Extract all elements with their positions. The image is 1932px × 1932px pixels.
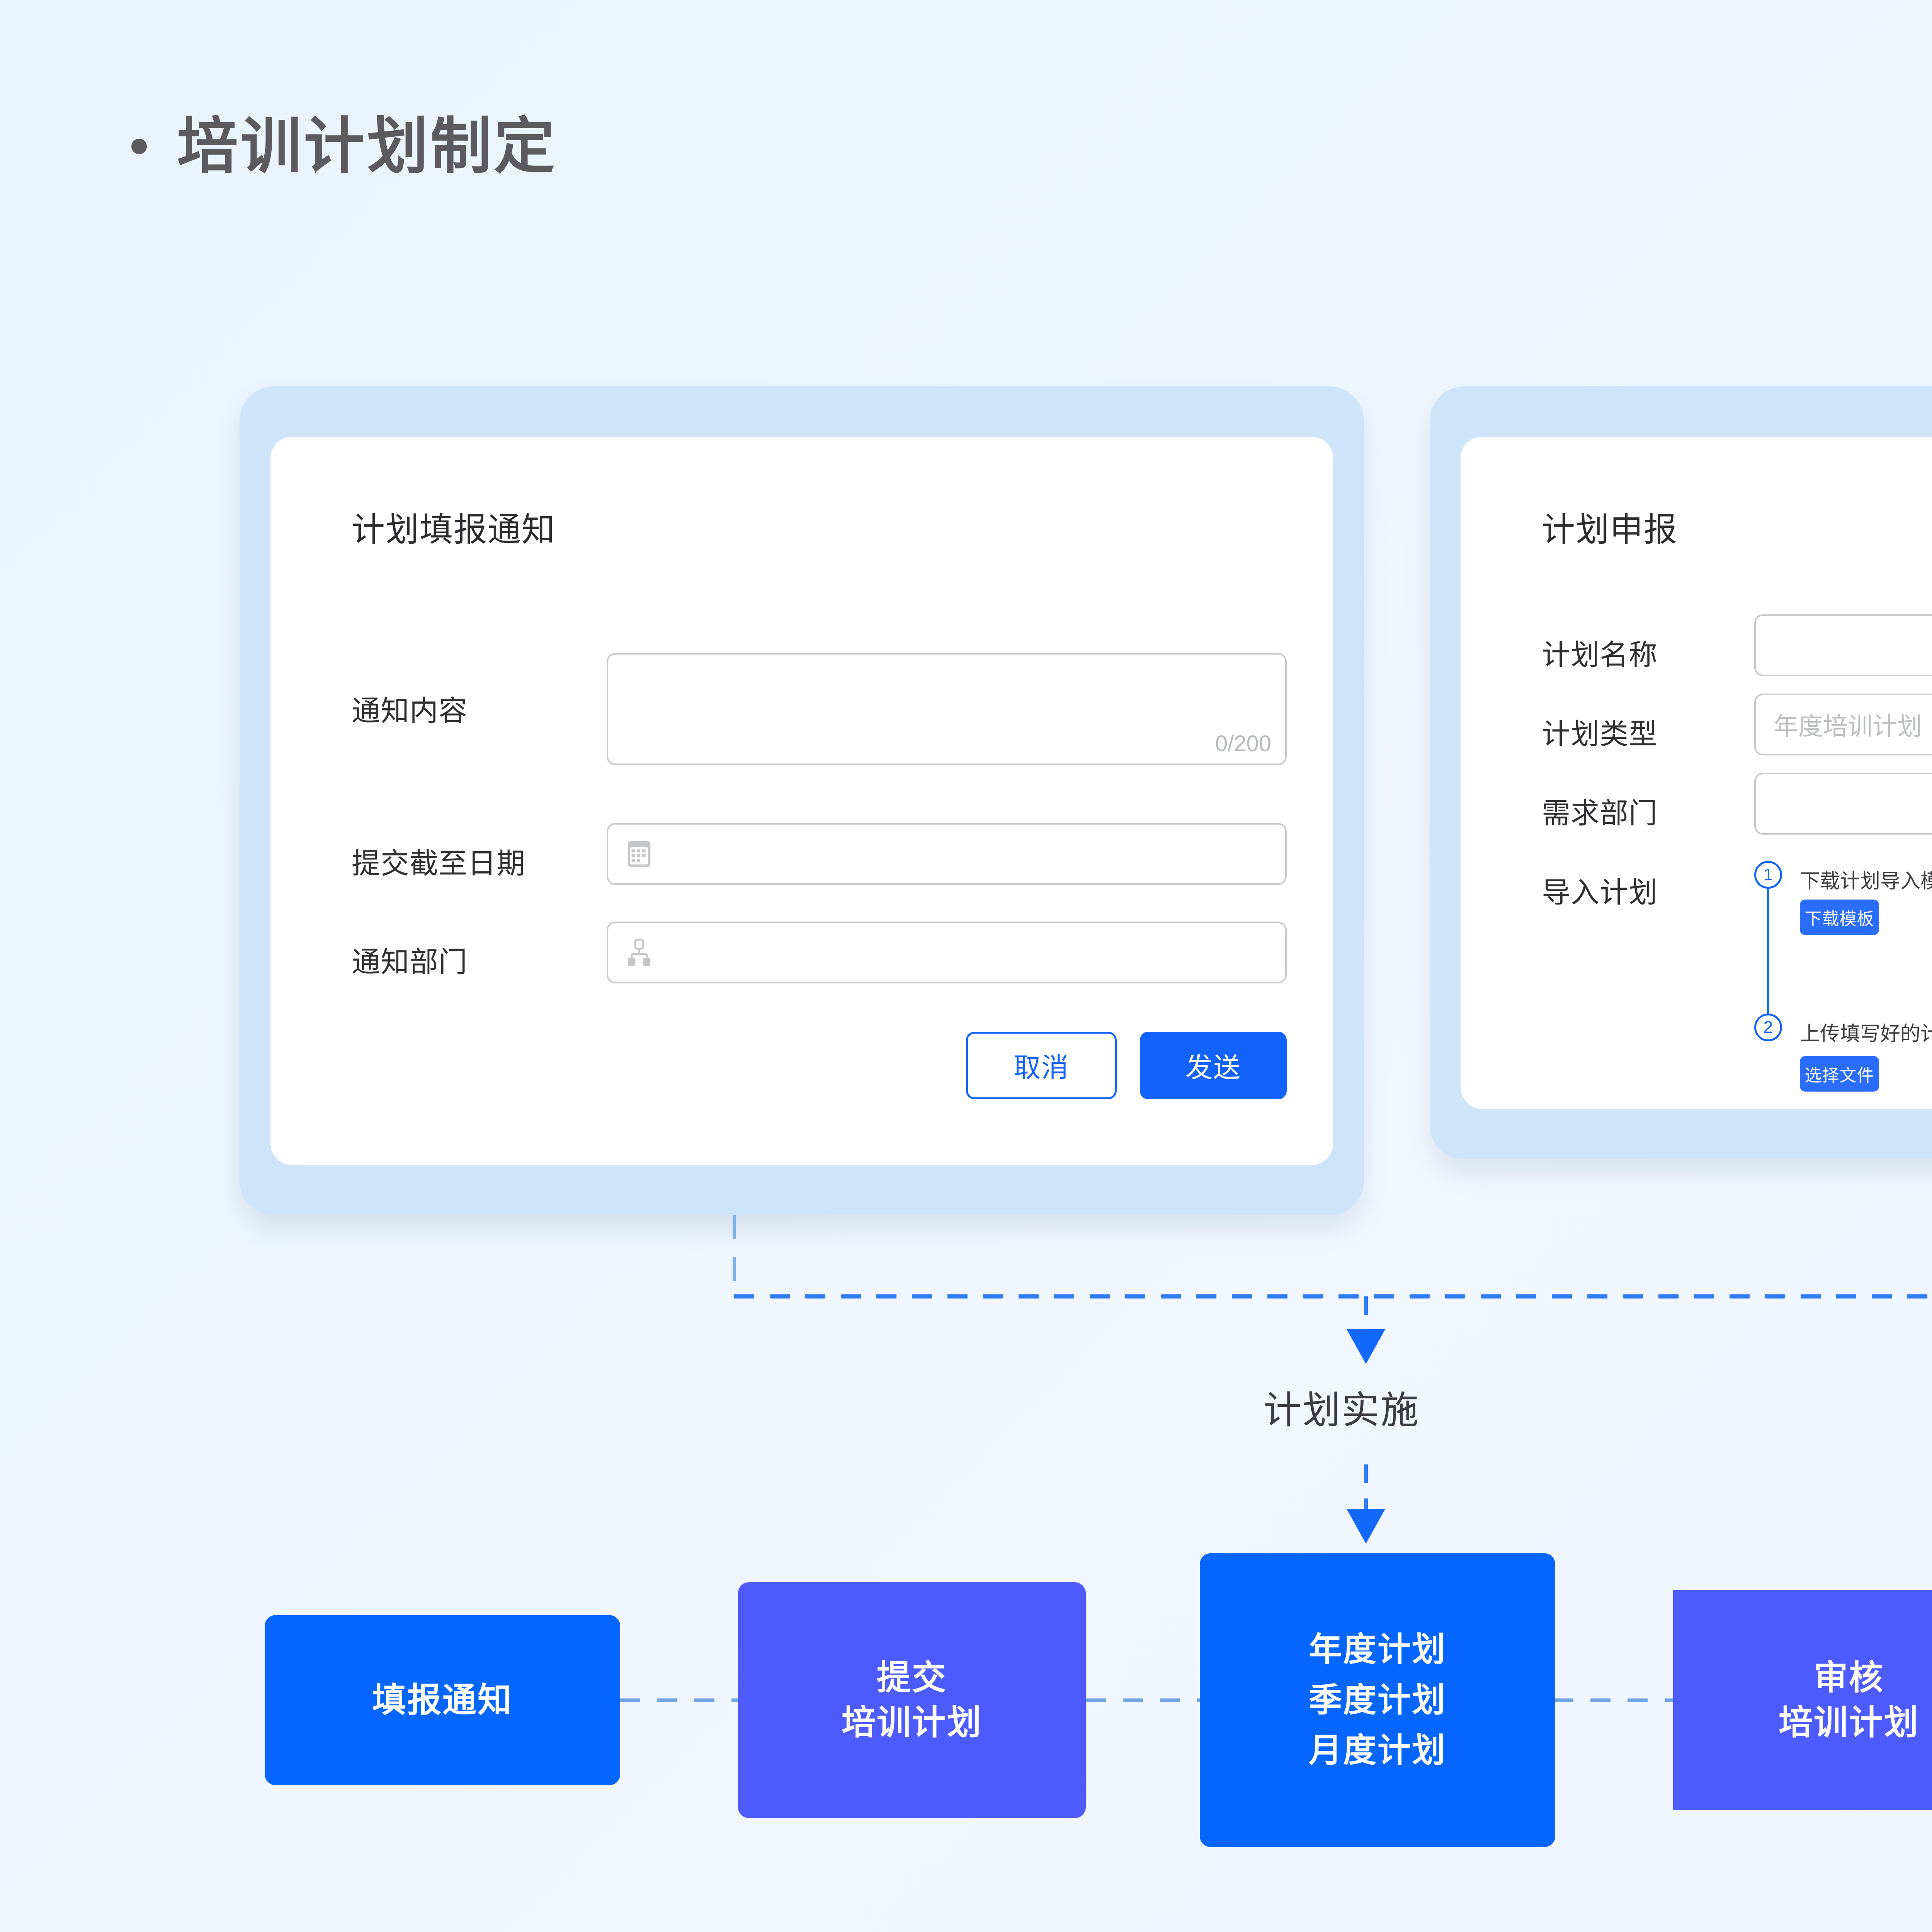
plan-apply-card-title: 计划申报 — [1542, 511, 1678, 548]
flow-step-1-line-1: 填报通知 — [372, 1680, 513, 1719]
plan-type-label: 计划类型 — [1542, 718, 1658, 750]
plan-notice-card-frame: 计划填报通知 通知内容 0/200 提交截至日期 — [240, 386, 1364, 1215]
flow-step-3-line-3: 月度计划 — [1309, 1732, 1446, 1769]
request-department-select[interactable] — [1754, 773, 1932, 835]
step-2-text: 上传填写好的计划信息表（仅上传xls、xlsx格式） — [1800, 1023, 1932, 1045]
plan-apply-card: 计划申报 计划名称 计划类型 年度培训计划 2025 需求部门 — [1461, 437, 1932, 1109]
flow-step-4-line-1: 审核 — [1813, 1658, 1884, 1697]
plan-name-input[interactable] — [1754, 614, 1932, 676]
deadline-label: 提交截至日期 — [352, 847, 526, 879]
flow-step-3[interactable]: 年度计划 季度计划 月度计划 — [1200, 1553, 1555, 1847]
send-button[interactable]: 发送 — [1140, 1032, 1287, 1099]
notice-content-counter: 0/200 — [1215, 731, 1271, 756]
step-connector-line — [1767, 876, 1769, 1029]
flow-step-3-line-2: 季度计划 — [1309, 1681, 1446, 1719]
step-2-badge: 2 — [1754, 1014, 1782, 1041]
flow-step-3-line-1: 年度计划 — [1309, 1631, 1446, 1668]
page-title: 培训计划制定 — [131, 116, 557, 177]
plan-name-label: 计划名称 — [1542, 639, 1658, 671]
import-steps: 1 下载计划导入模板，填写计划详情 下载模板 2 上传填写好的计划信息表（仅上传… — [1754, 861, 1932, 1092]
import-plan-label: 导入计划 — [1542, 876, 1658, 908]
flow-step-1[interactable]: 填报通知 — [265, 1615, 620, 1785]
calendar-icon — [626, 840, 652, 868]
org-chart-icon — [626, 938, 652, 967]
plan-type-placeholder: 年度培训计划 — [1774, 713, 1922, 740]
plan-apply-card-frame: 计划申报 计划名称 计划类型 年度培训计划 2025 需求部门 — [1430, 386, 1932, 1159]
request-department-label: 需求部门 — [1542, 797, 1658, 829]
step-1-text: 下载计划导入模板，填写计划详情 — [1800, 870, 1932, 893]
step-1-badge: 1 — [1754, 861, 1782, 889]
plan-implementation-label: 计划实施 — [1264, 1389, 1420, 1431]
plan-notice-card-title: 计划填报通知 — [352, 511, 556, 548]
notice-department-input[interactable] — [607, 922, 1287, 983]
notice-content-label: 通知内容 — [352, 695, 468, 727]
bullet-dot-icon — [131, 139, 147, 154]
notice-department-label: 通知部门 — [352, 946, 468, 978]
plan-type-input[interactable]: 年度培训计划 — [1754, 694, 1932, 755]
plan-notice-card: 计划填报通知 通知内容 0/200 提交截至日期 — [270, 437, 1333, 1165]
choose-file-button[interactable]: 选择文件 — [1800, 1056, 1879, 1092]
flow-step-4-line-2: 培训计划 — [1778, 1703, 1919, 1742]
deadline-input[interactable] — [607, 823, 1287, 885]
cancel-button[interactable]: 取消 — [966, 1032, 1117, 1099]
download-template-button[interactable]: 下载模板 — [1800, 900, 1879, 935]
notice-content-input[interactable]: 0/200 — [607, 653, 1287, 765]
flow-step-2-line-2: 培训计划 — [841, 1703, 982, 1742]
page-title-text: 培训计划制定 — [177, 112, 557, 180]
flow-step-2[interactable]: 提交 培训计划 — [738, 1582, 1086, 1818]
flow-step-2-line-1: 提交 — [876, 1658, 947, 1697]
flow-step-4[interactable]: 审核 培训计划 — [1673, 1590, 1932, 1810]
